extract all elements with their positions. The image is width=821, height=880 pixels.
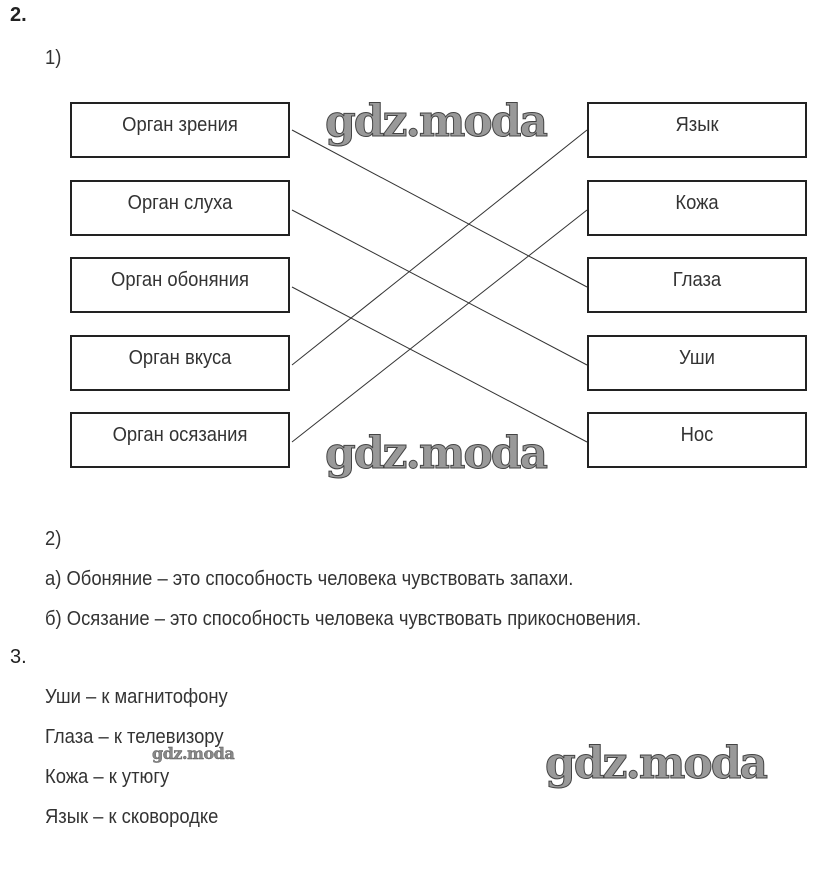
left-box-label: Орган осязания [112,424,248,446]
connection-line [291,209,588,366]
watermark-logo-small: gdz.moda [152,744,235,763]
task-3-line: Глаза – к телевизору [45,726,224,748]
connection-line [291,209,588,443]
task-2-number: 2. [10,4,27,26]
right-box-skin: Кожа [587,180,807,236]
right-box-ears: Уши [587,335,807,391]
task-3-line: Уши – к магнитофону [45,686,228,708]
right-box-nose: Нос [587,412,807,468]
left-box-hearing: Орган слуха [70,180,290,236]
left-box-taste: Орган вкуса [70,335,290,391]
watermark-logo: gdz.moda [324,428,548,480]
task-3-number: 3. [10,646,27,668]
task-3-line: Язык – к сковородке [45,806,219,828]
right-box-label: Нос [680,424,714,446]
left-box-smell: Орган обоняния [70,257,290,313]
answer-b: б) Осязание – это способность человека ч… [45,608,642,630]
watermark-logo: gdz.moda [324,96,548,148]
connection-line [291,129,588,366]
left-box-label: Орган обоняния [111,269,249,291]
connection-line [291,286,588,443]
left-box-vision: Орган зрения [70,102,290,158]
left-box-label: Орган вкуса [128,347,232,369]
left-box-label: Орган зрения [122,114,238,136]
part-2-label: 2) [45,528,62,550]
right-box-label: Язык [675,114,719,136]
left-box-touch: Орган осязания [70,412,290,468]
right-box-label: Глаза [672,269,722,291]
right-box-tongue: Язык [587,102,807,158]
part-1-label: 1) [45,47,62,69]
left-box-label: Орган слуха [127,192,233,214]
right-box-label: Кожа [675,192,719,214]
right-box-label: Уши [679,347,715,369]
connection-line [291,129,588,288]
answer-a: а) Обоняние – это способность человека ч… [45,568,574,590]
right-box-eyes: Глаза [587,257,807,313]
watermark-logo: gdz.moda [544,738,768,790]
task-3-line: Кожа – к утюгу [45,766,170,788]
